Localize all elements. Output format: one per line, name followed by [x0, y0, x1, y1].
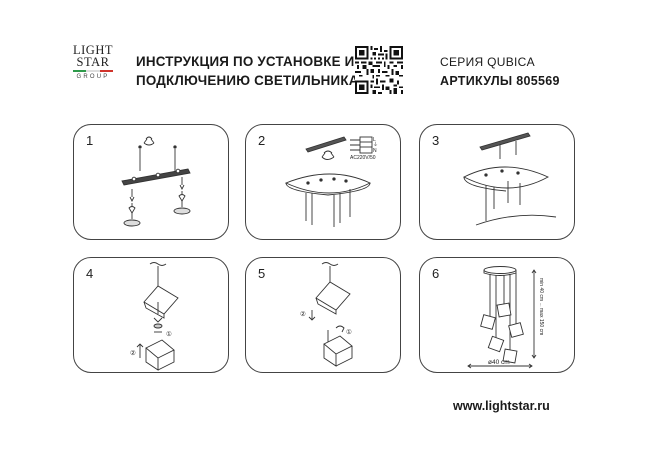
step-number: 3	[432, 133, 440, 148]
wire-label-live: L	[373, 137, 376, 143]
step-panel-1: 1	[73, 124, 229, 240]
wiring-illustration: L ⏚ N AC220V/50	[284, 136, 378, 227]
step-marker-1: ①	[166, 330, 172, 338]
shade-install-illustration: ① ②	[130, 262, 179, 371]
diameter-label: ø40 cm	[488, 359, 510, 366]
step-panel-2: 2 L ⏚ N AC220V/50	[245, 124, 401, 240]
brand-logo: LIGHT STAR GROUP	[70, 44, 116, 98]
step-panel-6: 6 min 40 cm ... max 150 cm ø40 cm	[419, 257, 575, 373]
step-number: 4	[86, 266, 94, 281]
article-number: АРТИКУЛЫ 805569	[440, 74, 560, 88]
wire-label-ground: ⏚	[373, 141, 378, 148]
step-panel-5: 5 ② ①	[245, 257, 401, 373]
series-label: СЕРИЯ QUBICA	[440, 55, 535, 69]
step-marker-1: ①	[346, 328, 352, 336]
wire-label-neutral: N	[373, 148, 377, 154]
step-number: 1	[86, 133, 94, 148]
step-panel-3: 3	[419, 124, 575, 240]
step-number: 2	[258, 133, 266, 148]
title-line-2: ПОДКЛЮЧЕНИЮ СВЕТИЛЬНИКА	[136, 73, 359, 88]
brand-logo-line2: STAR	[76, 55, 110, 69]
step-number: 5	[258, 266, 266, 281]
voltage-label: AC220V/50	[350, 155, 376, 161]
brand-logo-line3: GROUP	[76, 74, 110, 80]
height-range-label: min 40 cm ... max 150 cm	[538, 278, 544, 335]
website-link[interactable]: www.lightstar.ru	[453, 399, 550, 413]
product-info: СЕРИЯ QUBICA АРТИКУЛЫ 805569	[440, 53, 560, 91]
step-number: 6	[432, 266, 440, 281]
step-panel-4: 4 ① ②	[73, 257, 229, 373]
step-marker-2: ②	[300, 310, 306, 318]
step-marker-2: ②	[130, 349, 136, 357]
canopy-attach-illustration	[462, 132, 557, 226]
mounting-bracket-illustration	[121, 136, 191, 227]
italian-flag-stripe	[73, 70, 113, 72]
dimensions-illustration: min 40 cm ... max 150 cm ø40 cm	[467, 266, 544, 369]
document-title: ИНСТРУКЦИЯ ПО УСТАНОВКЕ И ПОДКЛЮЧЕНИЮ СВ…	[136, 52, 359, 90]
brand-logo-line1: LIGHT	[73, 43, 113, 57]
qr-code	[355, 46, 403, 94]
shade-fix-illustration: ② ①	[300, 262, 353, 367]
title-line-1: ИНСТРУКЦИЯ ПО УСТАНОВКЕ И	[136, 54, 355, 69]
